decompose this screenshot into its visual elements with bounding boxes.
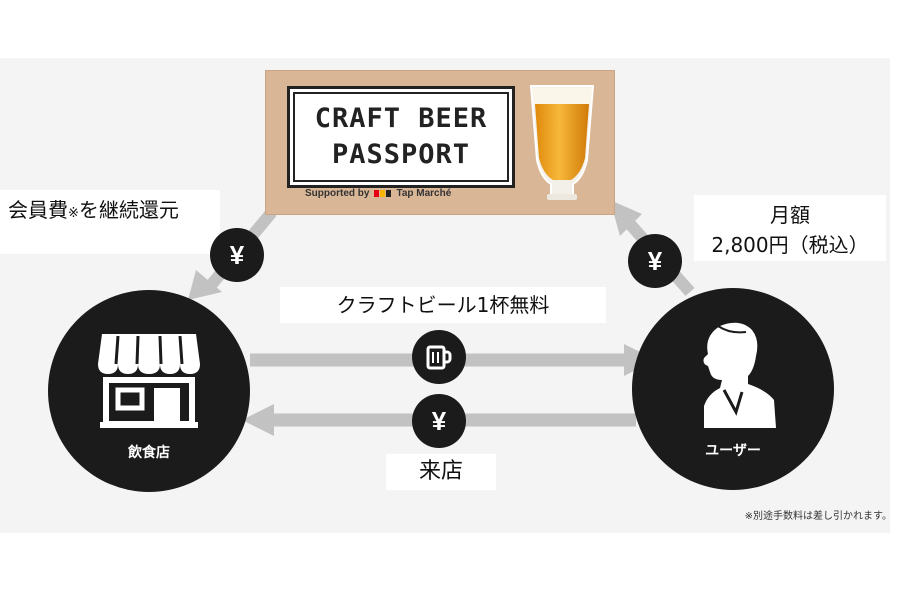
membership-fee-mark: ※ [68, 206, 79, 221]
craft-beer-passport-card: CRAFT BEER PASSPORT Supported by Tap Mar… [265, 70, 615, 215]
restaurant-label: 飲食店 [128, 445, 170, 461]
visit-label: 来店 [386, 454, 496, 490]
tap-marche-logo-icon [374, 190, 392, 197]
supported-by-label: Supported by [305, 188, 370, 199]
person-silhouette-icon [703, 322, 776, 428]
passport-title-line1: CRAFT BEER [314, 103, 488, 134]
passport-support-line: Supported by Tap Marché [305, 188, 451, 199]
monthly-label: 月額 [770, 203, 810, 227]
monthly-fee-label: 月額 2,800円（税込） [694, 195, 886, 261]
free-beer-label: クラフトビール1杯無料 [280, 287, 606, 323]
arrowhead-passport [610, 200, 642, 236]
membership-return-label: 会員費※を継続還元 [0, 190, 220, 254]
beer-glass-icon [529, 85, 595, 200]
yen-icon: ¥ [210, 228, 264, 282]
storefront-icon [98, 334, 200, 428]
brand-label: Tap Marché [396, 188, 452, 199]
monthly-price: 2,800円（税込） [711, 233, 869, 257]
arrowhead-restaurant [188, 270, 222, 300]
membership-fee-text: 会員費 [8, 198, 68, 222]
yen-icon: ¥ [412, 394, 466, 448]
membership-return-tail: を継続還元 [78, 198, 179, 222]
restaurant-node: 飲食店 [48, 290, 250, 492]
beer-mug-badge [412, 330, 466, 384]
user-node: ユーザー [632, 288, 834, 490]
arrowhead-restaurant-bottom [242, 404, 274, 436]
yen-icon: ¥ [628, 234, 682, 288]
passport-logo-box: CRAFT BEER PASSPORT [287, 86, 515, 188]
user-label: ユーザー [705, 443, 761, 459]
fee-footnote: ※別途手数料は差し引かれます。 [744, 511, 892, 522]
beer-mug-icon [426, 345, 452, 370]
passport-title-line2: PASSPORT [331, 139, 471, 170]
